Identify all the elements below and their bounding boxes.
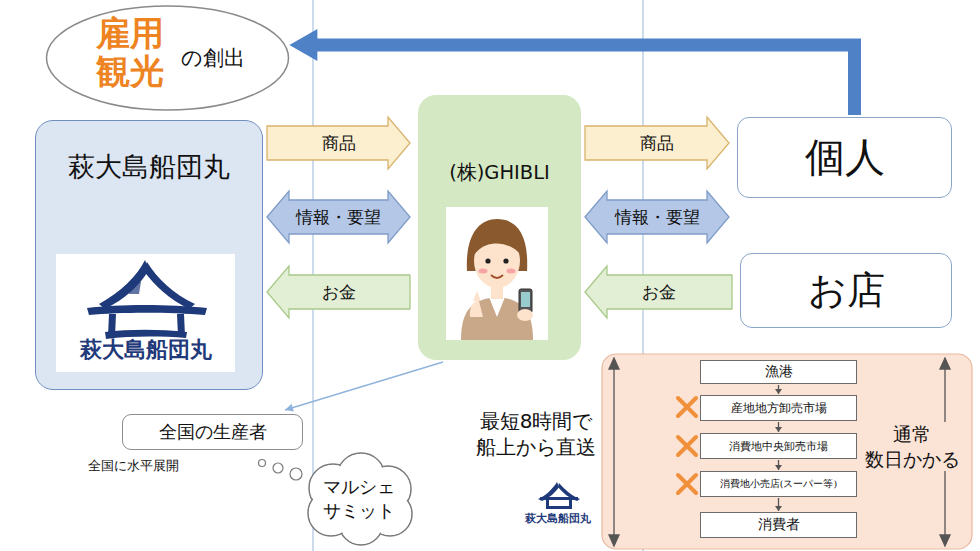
cloud-box: マルシェ サミット: [303, 452, 415, 546]
node-text: 萩大島船団丸: [56, 335, 235, 364]
node-text: 消費者: [701, 513, 856, 537]
customer-box: 個人: [737, 117, 952, 198]
shop-box: お店: [740, 253, 952, 328]
arrow-label: 商品: [322, 132, 356, 155]
cross-mark: [678, 398, 696, 493]
note-label: 通常 数日かかる: [860, 422, 964, 471]
flow-step: 消費地小売店(スーパー等): [700, 471, 857, 497]
callout-box: 全国の生産者: [122, 414, 303, 450]
flow-step: 消費地中央卸売市場: [700, 433, 857, 459]
woman-illustration: [418, 95, 581, 360]
block-arrow: [585, 266, 732, 318]
arrow-label: お金: [322, 281, 356, 304]
company-box: (株)GHIBLI: [418, 95, 581, 360]
arrow-label: 情報・要望: [296, 206, 381, 229]
flow-step: 漁港: [700, 360, 857, 384]
flow-step: 産地地方卸売市場: [700, 395, 857, 421]
producer-box: 萩大島船団丸萩大島船団丸: [35, 120, 263, 390]
node-text: 雇用 観光: [93, 14, 168, 90]
arrow-head: [775, 389, 782, 394]
block-arrow: [267, 266, 410, 318]
goal-ellipse: 雇用 観光の創出: [45, 4, 290, 112]
node-text: 全国の生産者: [123, 415, 302, 449]
node-text: お店: [741, 254, 951, 327]
note-label: 最短8時間で 船上から直送: [474, 408, 598, 460]
arrow-head: [775, 506, 782, 511]
flow-step: 消費者: [700, 512, 857, 538]
logo-mark: [56, 254, 235, 372]
arrow-head: [289, 29, 317, 61]
leader-arrow: [285, 362, 443, 410]
thought-bubble: [259, 460, 303, 481]
note-label: 全国に水平展開: [88, 457, 179, 475]
node-text: の創出: [181, 44, 245, 72]
block-arrow: [585, 117, 729, 169]
cloud-outline: [303, 452, 415, 546]
node-text: 消費地中央卸売市場: [701, 434, 856, 458]
node-text: 漁港: [701, 361, 856, 383]
flow-panel: [602, 354, 972, 549]
logo-box: 萩大島船団丸: [56, 254, 235, 372]
node-text: マルシェ サミット: [309, 452, 409, 546]
node-text: 萩大島船団丸: [36, 149, 262, 185]
small-logo-mark: [538, 482, 580, 509]
block-arrow: [585, 191, 729, 243]
ellipse-outline: [45, 4, 290, 112]
arrow-label: 情報・要望: [615, 206, 700, 229]
arrow-label: 商品: [640, 132, 674, 155]
note-label: 萩大島船団丸: [516, 511, 600, 526]
arrow-head: [775, 465, 782, 470]
node-text: (株)GHIBLI: [418, 159, 581, 186]
double-arrow: [609, 358, 950, 546]
node-text: 消費地小売店(スーパー等): [701, 472, 856, 496]
arrow-head: [285, 404, 294, 412]
block-arrow: [267, 117, 410, 169]
feedback-arrow: [315, 45, 854, 115]
arrow-label: お金: [642, 281, 676, 304]
block-arrow: [267, 191, 410, 243]
node-text: 産地地方卸売市場: [701, 396, 856, 420]
arrow-head: [775, 427, 782, 432]
node-text: 個人: [738, 118, 951, 197]
